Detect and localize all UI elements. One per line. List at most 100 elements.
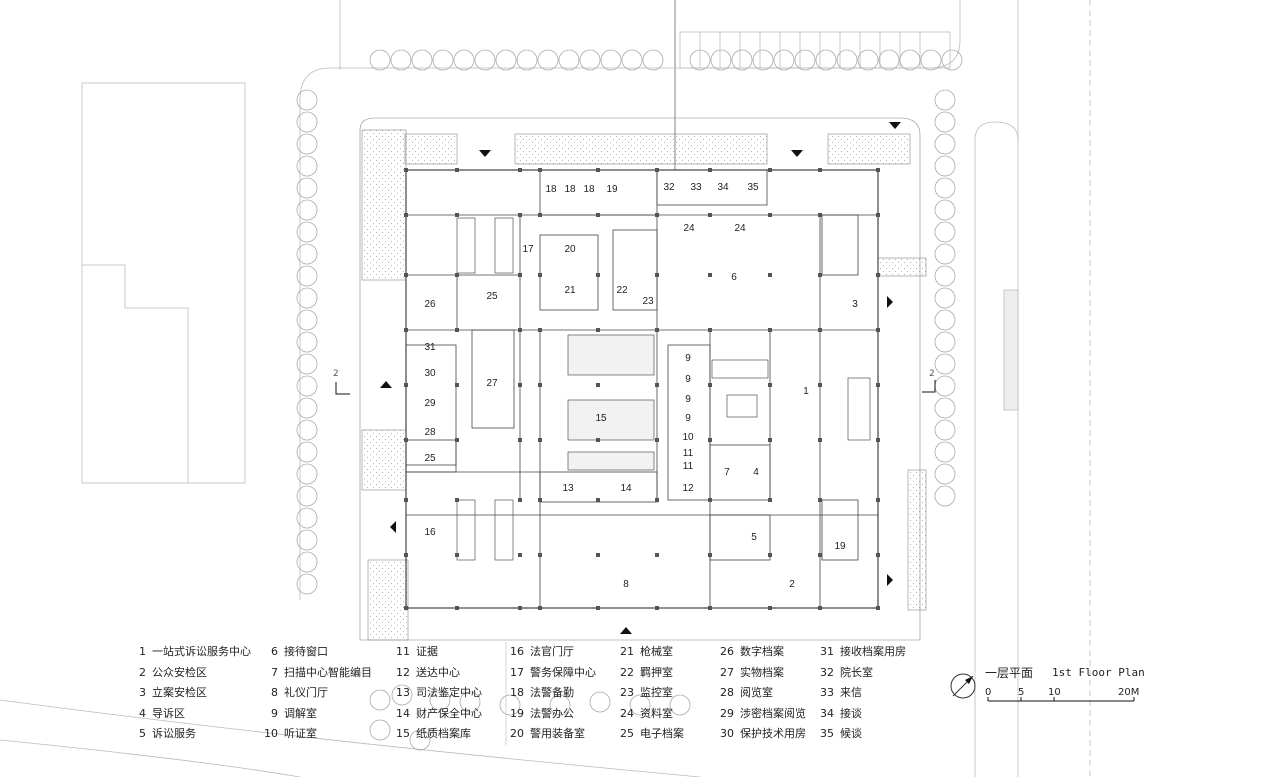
tree-icon bbox=[836, 49, 858, 71]
room-label: 5 bbox=[751, 532, 757, 543]
tree-icon bbox=[934, 287, 956, 309]
tree-icon bbox=[296, 397, 318, 419]
column bbox=[455, 383, 459, 387]
column bbox=[538, 498, 542, 502]
plan-title-cn: 一层平面 bbox=[985, 666, 1034, 680]
legend-label: 法官门厅 bbox=[530, 645, 574, 658]
column bbox=[518, 328, 522, 332]
room-label: 25 bbox=[486, 291, 498, 302]
column bbox=[404, 438, 408, 442]
column bbox=[455, 328, 459, 332]
tree-icon bbox=[934, 243, 956, 265]
column bbox=[404, 606, 408, 610]
entrance-arrow-icon bbox=[479, 150, 491, 157]
tree-icon bbox=[296, 529, 318, 551]
tree-icon bbox=[296, 353, 318, 375]
column bbox=[818, 213, 822, 217]
tree-icon bbox=[296, 485, 318, 507]
room-label: 23 bbox=[642, 296, 654, 307]
column bbox=[655, 553, 659, 557]
column bbox=[708, 438, 712, 442]
column bbox=[538, 383, 542, 387]
column bbox=[768, 328, 772, 332]
room-label: 7 bbox=[724, 467, 730, 478]
column bbox=[818, 328, 822, 332]
legend-number: 12 bbox=[396, 665, 410, 679]
room-label: 9 bbox=[685, 374, 691, 385]
room-label: 21 bbox=[564, 285, 576, 296]
tree-icon bbox=[934, 485, 956, 507]
legend-label: 电子档案 bbox=[640, 727, 684, 741]
column bbox=[768, 606, 772, 610]
room-label: 9 bbox=[685, 413, 691, 424]
legend-label: 礼仪门厅 bbox=[284, 686, 328, 700]
tree-icon bbox=[432, 49, 454, 71]
room-label: 19 bbox=[606, 184, 618, 195]
column bbox=[708, 273, 712, 277]
legend-label: 诉讼服务 bbox=[152, 727, 196, 741]
legend-label: 涉密档案阅览 bbox=[740, 706, 806, 720]
legend-number: 8 bbox=[271, 686, 278, 700]
tree-icon bbox=[411, 49, 433, 71]
column bbox=[596, 213, 600, 217]
column bbox=[876, 498, 880, 502]
legend-number: 16 bbox=[510, 645, 524, 658]
tree-icon bbox=[589, 691, 611, 713]
tree-icon bbox=[369, 49, 391, 71]
room-label: 9 bbox=[685, 353, 691, 364]
tree-icon bbox=[934, 397, 956, 419]
column bbox=[818, 438, 822, 442]
tree-icon bbox=[941, 49, 963, 71]
legend-number: 28 bbox=[720, 686, 734, 700]
stair-cores bbox=[456, 217, 871, 561]
column bbox=[538, 273, 542, 277]
legend-number: 13 bbox=[396, 686, 410, 700]
trees bbox=[296, 49, 963, 751]
column bbox=[708, 606, 712, 610]
legend-label: 数字档案 bbox=[740, 645, 784, 658]
column bbox=[708, 553, 712, 557]
legend-number: 15 bbox=[396, 727, 410, 741]
column bbox=[768, 213, 772, 217]
tree-icon bbox=[296, 221, 318, 243]
room-label: 10 bbox=[682, 432, 694, 443]
column bbox=[518, 553, 522, 557]
room-label: 6 bbox=[731, 272, 737, 283]
column bbox=[655, 328, 659, 332]
column bbox=[596, 273, 600, 277]
scale-label: 5 bbox=[1018, 687, 1025, 698]
room-label: 19 bbox=[834, 541, 846, 552]
column bbox=[518, 383, 522, 387]
tree-icon bbox=[296, 463, 318, 485]
tree-icon bbox=[369, 719, 391, 741]
column bbox=[818, 168, 822, 172]
room-label: 18 bbox=[545, 184, 557, 195]
legend-number: 10 bbox=[264, 727, 278, 741]
column bbox=[655, 438, 659, 442]
legend-number: 33 bbox=[820, 686, 834, 700]
legend-number: 35 bbox=[820, 727, 834, 741]
tree-icon bbox=[369, 689, 391, 711]
column bbox=[818, 273, 822, 277]
legend-label: 接收档案用房 bbox=[840, 645, 906, 658]
tree-icon bbox=[296, 133, 318, 155]
legend-label: 司法鉴定中心 bbox=[416, 686, 482, 700]
tree-icon bbox=[934, 441, 956, 463]
column bbox=[455, 438, 459, 442]
tree-icon bbox=[537, 49, 559, 71]
legend-label: 候谈 bbox=[840, 727, 862, 741]
tree-icon bbox=[689, 49, 711, 71]
column bbox=[518, 606, 522, 610]
column bbox=[876, 438, 880, 442]
tree-icon bbox=[390, 49, 412, 71]
